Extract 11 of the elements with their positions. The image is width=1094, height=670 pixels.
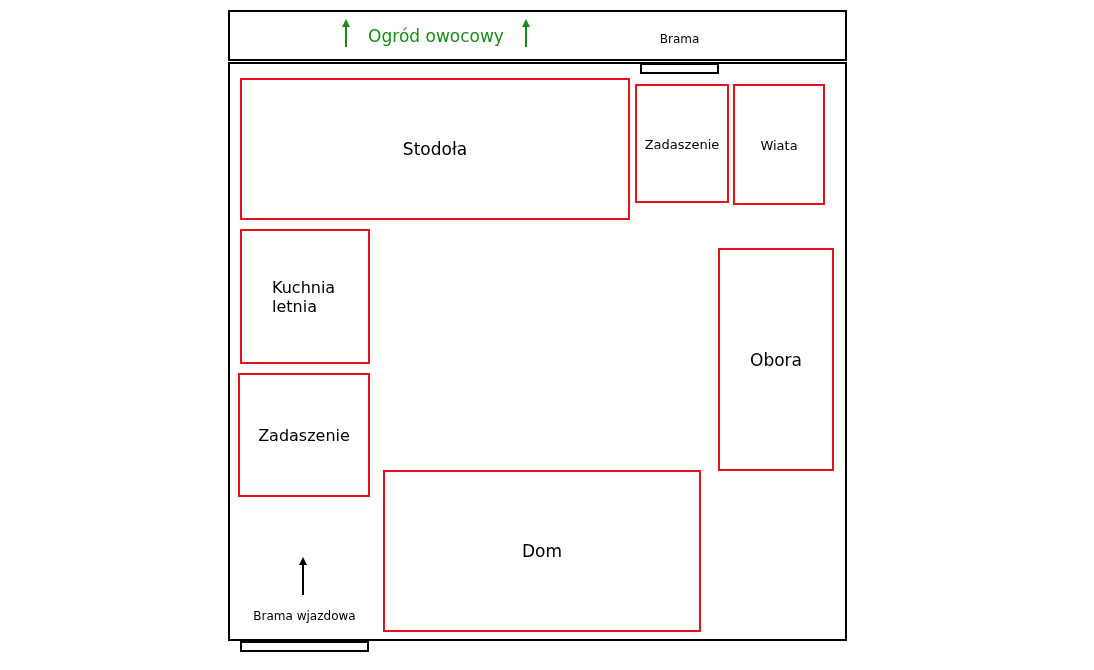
gate-label: Brama wjazdowa [252,609,357,623]
building-outline: Zadaszenie [635,84,729,203]
building-outline: Zadaszenie [238,373,370,497]
building-outline: Kuchnia letnia [240,229,370,364]
building-outline: Obora [718,248,834,471]
orchard-strip: Ogród owocowy [228,10,636,61]
building-outline: Dom [383,470,701,632]
gate-label: Brama [658,32,701,46]
building-outline: Stodoła [240,78,630,220]
yard-outline [228,62,847,641]
building-outline: Wiata [733,84,825,205]
